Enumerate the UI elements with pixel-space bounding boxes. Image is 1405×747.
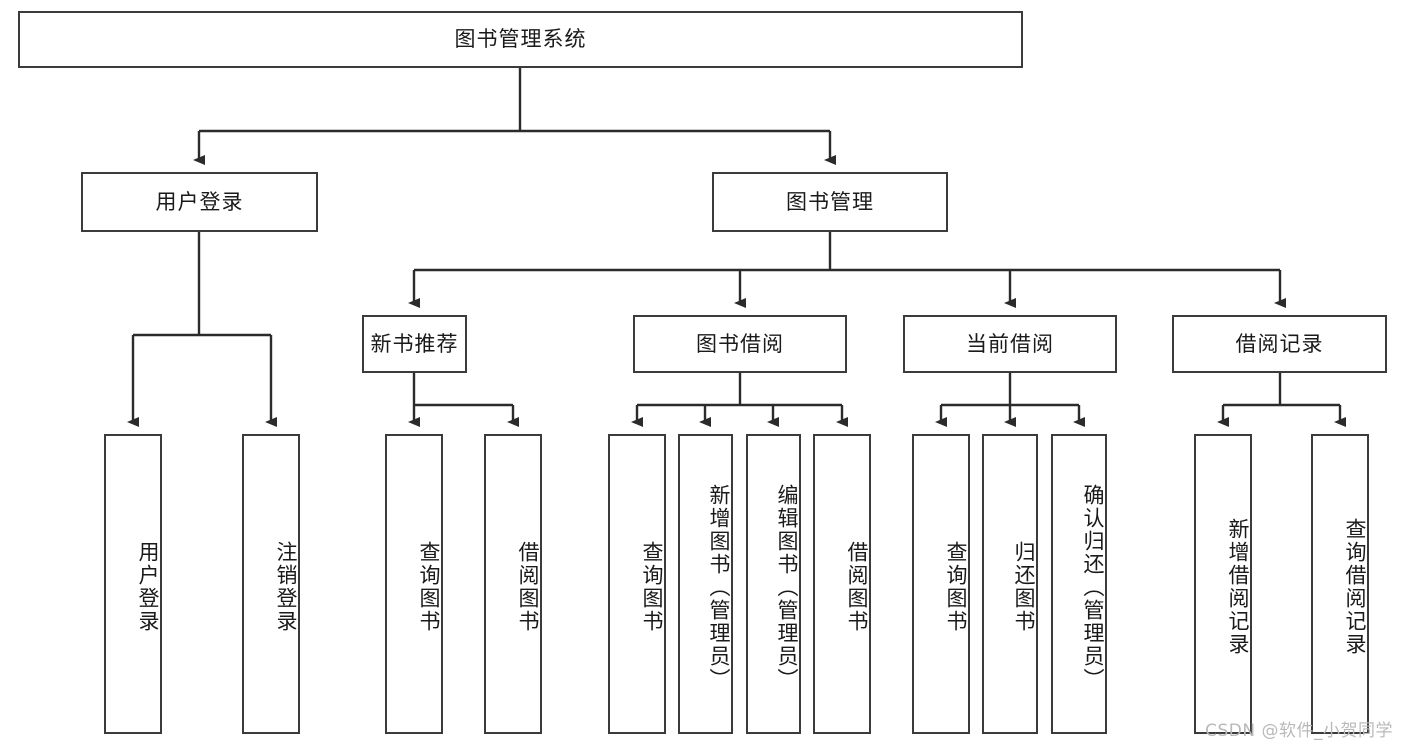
node-leaf-borrow-book-2[interactable]: 借阅图书: [813, 434, 871, 734]
node-root-label: 图书管理系统: [454, 27, 587, 52]
node-user-login-label: 用户登录: [155, 189, 244, 214]
node-current-borrow-label: 当前借阅: [966, 331, 1054, 356]
node-borrow-record[interactable]: 借阅记录: [1172, 315, 1387, 373]
node-leaf-user-login[interactable]: 用户登录: [104, 434, 162, 734]
node-leaf-return-book-label: 归还图书: [1012, 541, 1036, 633]
node-new-book-rec-label: 新书推荐: [370, 331, 459, 356]
node-user-login[interactable]: 用户登录: [81, 172, 318, 232]
node-leaf-confirm-return-label: 确认归还（管理员）: [1081, 483, 1105, 691]
node-borrow-record-label: 借阅记录: [1235, 331, 1324, 356]
node-leaf-logout-label: 注销登录: [274, 541, 298, 633]
csdn-watermark: CSDN @软件_小贺同学: [1205, 721, 1393, 741]
node-leaf-add-book-label: 新增图书（管理员）: [707, 483, 731, 691]
node-root[interactable]: 图书管理系统: [18, 11, 1023, 68]
node-leaf-logout[interactable]: 注销登录: [242, 434, 300, 734]
node-leaf-borrow-book-1-label: 借阅图书: [516, 541, 540, 633]
node-leaf-borrow-book-1[interactable]: 借阅图书: [484, 434, 542, 734]
node-leaf-query-book-1-label: 查询图书: [417, 541, 441, 633]
node-leaf-query-book-2[interactable]: 查询图书: [608, 434, 666, 734]
node-leaf-edit-book[interactable]: 编辑图书（管理员）: [746, 434, 801, 734]
node-new-book-rec[interactable]: 新书推荐: [362, 315, 467, 373]
node-leaf-query-book-2-label: 查询图书: [640, 541, 664, 633]
node-leaf-query-book-3-label: 查询图书: [944, 541, 968, 633]
node-book-manage[interactable]: 图书管理: [712, 172, 948, 232]
node-leaf-query-book-3[interactable]: 查询图书: [912, 434, 970, 734]
node-leaf-add-book[interactable]: 新增图书（管理员）: [678, 434, 733, 734]
node-leaf-return-book[interactable]: 归还图书: [982, 434, 1038, 734]
node-leaf-user-login-label: 用户登录: [136, 541, 160, 633]
node-leaf-edit-book-label: 编辑图书（管理员）: [775, 483, 799, 691]
node-leaf-query-record[interactable]: 查询借阅记录: [1311, 434, 1369, 734]
node-leaf-add-record[interactable]: 新增借阅记录: [1194, 434, 1252, 734]
node-leaf-confirm-return[interactable]: 确认归还（管理员）: [1051, 434, 1107, 734]
node-book-borrow[interactable]: 图书借阅: [633, 315, 847, 373]
node-leaf-borrow-book-2-label: 借阅图书: [845, 541, 869, 633]
node-leaf-add-record-label: 新增借阅记录: [1226, 518, 1250, 656]
node-book-borrow-label: 图书借阅: [696, 331, 784, 356]
node-leaf-query-book-1[interactable]: 查询图书: [385, 434, 443, 734]
node-current-borrow[interactable]: 当前借阅: [903, 315, 1117, 373]
node-leaf-query-record-label: 查询借阅记录: [1343, 518, 1367, 656]
node-book-manage-label: 图书管理: [786, 189, 874, 214]
